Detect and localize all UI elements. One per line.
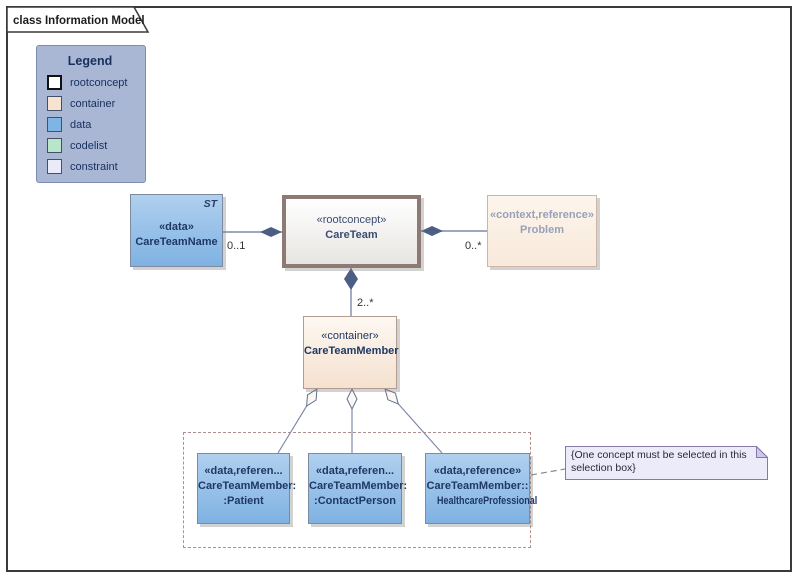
node-stereotype: «data,referen... <box>204 465 283 477</box>
node-name-line1: CareTeamMember:: <box>426 480 529 492</box>
node-name: CareTeam <box>325 229 378 241</box>
note-fold-icon <box>756 446 768 458</box>
node-name-line2: :Patient <box>223 495 264 507</box>
legend-swatch-container <box>47 96 62 111</box>
legend-swatch-constraint <box>47 159 62 174</box>
node-careteammember-patient[interactable]: «data,referen... CareTeamMember: :Patien… <box>197 453 297 524</box>
node-stereotype: «data,referen... <box>315 465 395 477</box>
legend-item-codelist: codelist <box>47 138 145 153</box>
node-name-line2: :ContactPerson <box>314 495 396 507</box>
legend-swatch-rootconcept <box>47 75 62 90</box>
note-shape <box>565 446 768 480</box>
legend-panel: Legend rootconcept container data codeli… <box>36 45 146 183</box>
note-text: {One concept must be selected in this se… <box>571 449 747 474</box>
legend-title: Legend <box>67 54 113 68</box>
node-name-line1: CareTeamMember: <box>309 480 408 492</box>
node-careteammember-healthcareprofessional[interactable]: «data,reference» CareTeamMember:: Health… <box>425 453 537 524</box>
note-body <box>565 446 768 480</box>
node-careteammember-contactperson[interactable]: «data,referen... CareTeamMember: :Contac… <box>308 453 408 524</box>
node-name: Problem <box>519 224 564 236</box>
legend-label: container <box>70 97 116 110</box>
legend-swatch-codelist <box>47 138 62 153</box>
node-problem[interactable]: «context,reference» Problem <box>487 195 597 267</box>
legend-item-data: data <box>47 117 145 132</box>
node-careteamname[interactable]: ST «data» CareTeamName <box>130 194 223 267</box>
legend-item-rootconcept: rootconcept <box>47 75 145 90</box>
diagram-tab-shape <box>6 6 150 33</box>
node-name-line2: HealthcareProfessional <box>437 495 538 507</box>
node-careteammember[interactable]: «container» CareTeamMember <box>303 316 399 389</box>
node-stereotype: «data,reference» <box>433 465 522 477</box>
type-tag: ST <box>203 198 217 210</box>
node-stereotype: «container» <box>321 330 379 342</box>
node-stereotype: «rootconcept» <box>316 214 387 226</box>
node-name: CareTeamMember <box>304 345 399 357</box>
constraint-note[interactable]: {One concept must be selected in this se… <box>565 446 768 480</box>
legend-label: data <box>70 118 92 131</box>
node-stereotype: «context,reference» <box>490 209 594 221</box>
diagram-tab: class Information Model <box>6 6 150 33</box>
legend-item-container: container <box>47 96 145 111</box>
diagram-tab-label: class Information Model <box>13 15 145 27</box>
node-stereotype: «data» <box>159 220 194 233</box>
node-name: CareTeamName <box>135 235 218 248</box>
node-name-line1: CareTeamMember: <box>198 480 297 492</box>
legend-swatch-data <box>47 117 62 132</box>
legend-label: rootconcept <box>70 76 128 89</box>
selection-box[interactable] <box>183 432 531 548</box>
legend-item-constraint: constraint <box>47 159 145 174</box>
node-careteam[interactable]: «rootconcept» CareTeam <box>282 195 421 268</box>
legend-label: constraint <box>70 160 118 173</box>
legend-label: codelist <box>70 139 108 152</box>
